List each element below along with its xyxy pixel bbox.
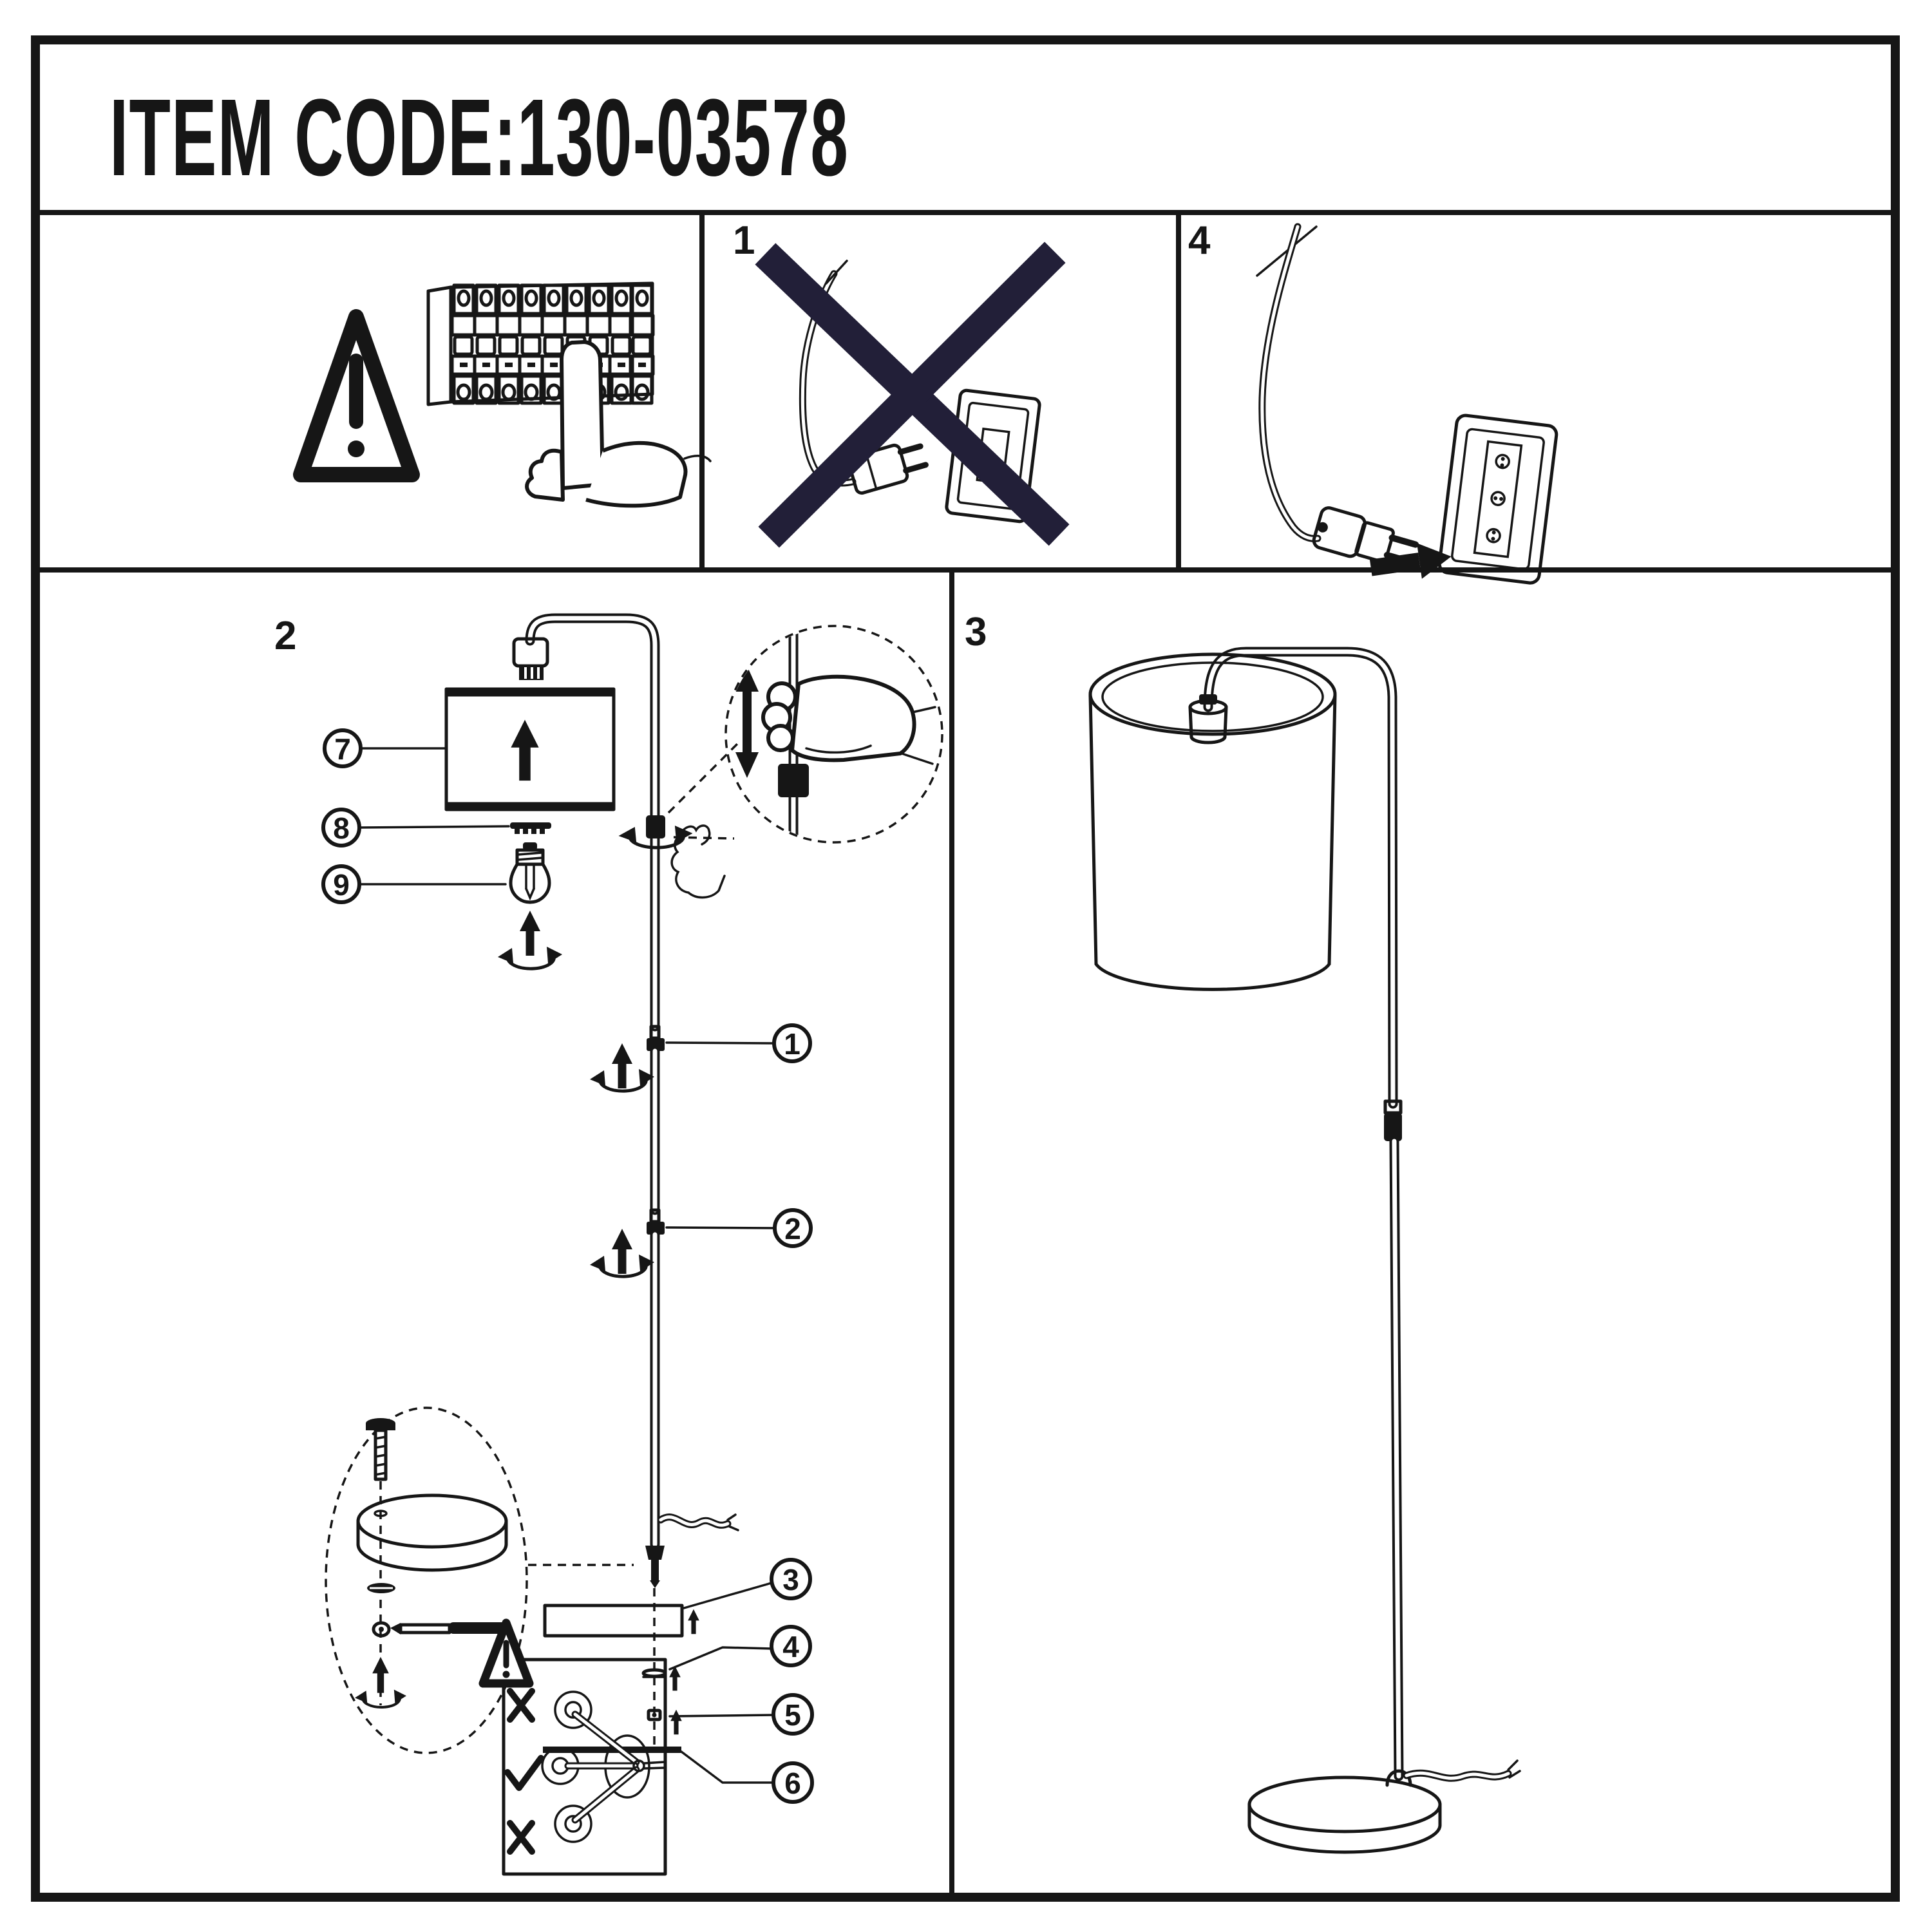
prohibition-cross-icon <box>755 242 1070 548</box>
svg-text:4: 4 <box>782 1630 799 1663</box>
step3-number: 3 <box>965 610 987 654</box>
cord-exit <box>657 1513 739 1531</box>
adjustment-knob <box>778 764 809 797</box>
lamp-cord <box>1403 1759 1521 1782</box>
svg-text:8: 8 <box>333 811 350 845</box>
up-down-arrow-icon <box>735 666 759 778</box>
warning-triangle-icon <box>293 309 420 482</box>
detail-link-line <box>673 836 735 840</box>
leader-8 <box>358 825 510 829</box>
pole-bottom-bolt <box>645 1546 665 1588</box>
pole-joint-1 <box>590 1025 665 1215</box>
cord-routing-warning <box>478 1618 667 1876</box>
page-border <box>31 35 1900 1902</box>
check-mark-icon <box>504 1755 544 1791</box>
lamp-arm <box>525 613 660 1032</box>
drum-shade <box>1088 652 1337 991</box>
bulb-socket <box>1188 694 1228 744</box>
title-bar: ITEM CODE:130-03578 <box>109 76 849 198</box>
shade-ring <box>510 822 551 834</box>
lamp-base <box>1247 1769 1442 1854</box>
warning-triangle-icon <box>478 1618 534 1688</box>
lock-nut <box>647 1709 662 1721</box>
svg-text:6: 6 <box>784 1766 801 1800</box>
detail-link-line <box>667 739 742 814</box>
nut-and-tool <box>372 1621 507 1638</box>
washer <box>367 1583 395 1593</box>
panel-step3: 3 <box>965 610 1521 1854</box>
step2-number: 2 <box>274 614 296 658</box>
svg-text:7: 7 <box>334 732 351 766</box>
base-disc <box>356 1493 508 1572</box>
callout-3 <box>770 1558 812 1600</box>
lamp-cord <box>1258 223 1321 542</box>
step1-number: 1 <box>733 218 755 263</box>
height-adjust-detail <box>724 625 943 844</box>
svg-text:1: 1 <box>784 1027 800 1061</box>
wall-outlet <box>1437 413 1558 585</box>
x-mark-icon <box>507 1820 535 1855</box>
panel-warning <box>293 281 712 508</box>
base-bolt <box>366 1418 395 1481</box>
svg-text:9: 9 <box>333 868 350 902</box>
x-mark-icon <box>507 1688 535 1723</box>
pole-joint-2 <box>590 1208 665 1549</box>
cord-end-tick <box>1256 225 1318 277</box>
svg-text:3: 3 <box>782 1563 799 1596</box>
leader-3 <box>683 1582 773 1609</box>
breaker-panel <box>426 281 653 406</box>
base-assembly-detail <box>325 1406 634 1754</box>
callout-4 <box>770 1625 812 1667</box>
bulb-socket <box>512 637 549 680</box>
page-title: ITEM CODE:130-03578 <box>109 76 849 198</box>
arrow-right-icon <box>1369 543 1452 579</box>
light-bulb-icon <box>509 842 551 904</box>
leader-4 <box>668 1646 773 1671</box>
leader-6 <box>680 1750 775 1784</box>
grip-hand <box>761 674 936 765</box>
base-plate <box>543 1604 684 1638</box>
assembled-floor-lamp <box>1088 647 1521 1854</box>
step4-number: 4 <box>1188 218 1211 263</box>
panel-step2: 2 7 <box>274 613 943 1876</box>
svg-text:2: 2 <box>784 1212 801 1245</box>
panel-step4: 4 <box>1188 218 1558 585</box>
cord-grommet-diagram <box>541 1690 666 1843</box>
adjustment-knob <box>619 815 693 848</box>
leader-5 <box>668 1714 775 1718</box>
svg-text:5: 5 <box>784 1698 801 1732</box>
adjustment-knob <box>1384 1113 1402 1141</box>
pointing-hand <box>525 340 712 508</box>
leader-2 <box>665 1226 776 1229</box>
panel-step1: 1 <box>733 218 1070 548</box>
